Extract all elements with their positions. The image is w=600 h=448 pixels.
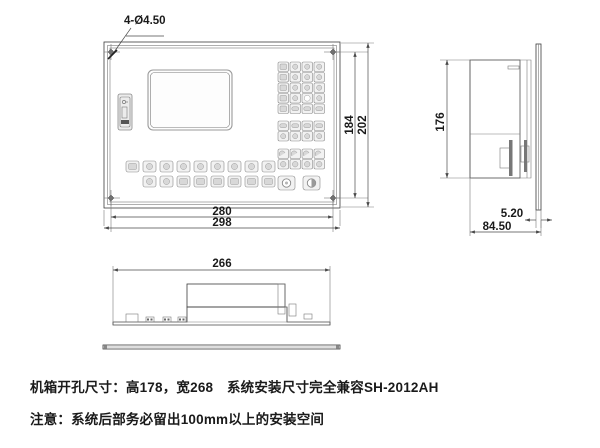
bottom-tab-2 (288, 303, 297, 317)
bottom-tab-3 (303, 313, 313, 320)
usb-port-module (117, 93, 133, 131)
bottom-raised-block (186, 283, 286, 308)
dim-bottom-width: 266 (212, 258, 231, 270)
bottom-connector-group (125, 313, 187, 323)
display-screen (147, 69, 233, 131)
side-body-neck (519, 59, 532, 179)
front-vertical-dimension-lines (335, 42, 374, 208)
side-view: 176 5.20 84.50 (435, 43, 552, 236)
side-connector-detail (499, 140, 530, 176)
display-screen-inner (150, 72, 230, 128)
front-dimension-lines (103, 200, 341, 232)
round-button-group[interactable] (277, 175, 321, 191)
bottom-view: 266 (102, 258, 341, 350)
note-line-1: 机箱开孔尺寸：高178，宽268 系统安装尺寸完全兼容SH-2012AH (30, 380, 439, 395)
dim-outer-width: 298 (212, 217, 232, 229)
hole-callout-label: 4-Ø4.50 (124, 15, 166, 27)
dim-hole-height: 184 (344, 115, 356, 135)
dim-side-height: 176 (435, 112, 447, 131)
front-inner-bezel (107, 45, 337, 205)
front-view: 4-Ø4.50 (103, 15, 374, 232)
notes-section: 机箱开孔尺寸：高178，宽268 系统安装尺寸完全兼容SH-2012AH 注意：… (0, 368, 600, 448)
lower-keypad-block[interactable] (277, 148, 325, 170)
side-depth-dimension-lines (469, 178, 552, 236)
note-line-2: 注意：系统后部务必留出100mm以上的安装空间 (30, 412, 325, 427)
bottom-dimension-lines (112, 266, 331, 322)
dim-hole-width: 280 (212, 206, 231, 218)
side-dimension-lines (440, 59, 472, 179)
dim-bezel-thickness: 5.20 (501, 208, 523, 220)
front-outer-bezel (103, 41, 341, 209)
front-panel-face (109, 47, 335, 203)
numeric-keypad-block[interactable] (277, 61, 326, 114)
mounting-hole-marker (104, 44, 340, 206)
hole-callout (107, 27, 164, 60)
dim-side-depth: 84.50 (483, 221, 512, 233)
dim-outer-height: 202 (357, 115, 369, 134)
function-key-row-bottom[interactable] (142, 175, 276, 188)
function-key-row-top[interactable] (125, 160, 276, 173)
bottom-tab-1 (277, 283, 286, 315)
mid-keypad-block[interactable] (277, 120, 325, 142)
side-top-slot (507, 65, 520, 70)
